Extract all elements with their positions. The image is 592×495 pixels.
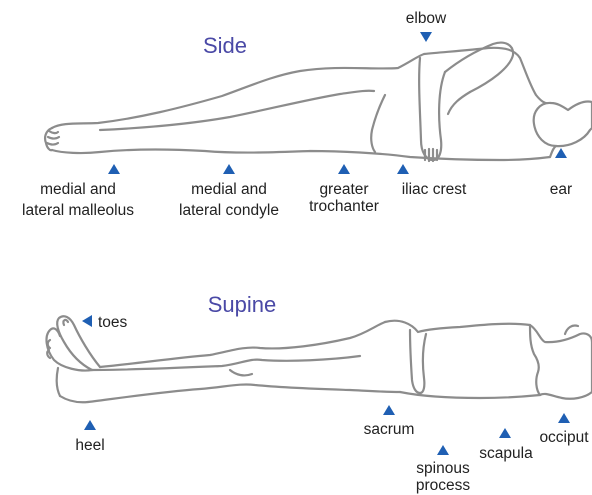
ear-marker bbox=[555, 148, 567, 158]
label-iliac-crest: iliac crest bbox=[402, 181, 467, 198]
side-panel: Side elbow bbox=[22, 10, 592, 219]
spinous-process-marker bbox=[437, 445, 449, 455]
trochanter-marker bbox=[338, 164, 350, 174]
toes-marker bbox=[82, 315, 92, 327]
supine-title: Supine bbox=[208, 292, 277, 317]
label-malleolus-line1: medial and bbox=[40, 181, 116, 198]
label-sacrum: sacrum bbox=[364, 421, 415, 438]
label-heel: heel bbox=[75, 437, 104, 454]
label-scapula: scapula bbox=[479, 445, 533, 462]
label-elbow: elbow bbox=[406, 10, 447, 27]
supine-body bbox=[47, 316, 592, 402]
label-ear: ear bbox=[550, 181, 572, 198]
malleolus-marker bbox=[108, 164, 120, 174]
side-title: Side bbox=[203, 33, 247, 58]
iliac-crest-marker bbox=[397, 164, 409, 174]
sacrum-marker bbox=[383, 405, 395, 415]
label-spinous-line2: process bbox=[416, 477, 471, 494]
scapula-marker bbox=[499, 428, 511, 438]
label-malleolus-line2: lateral malleolus bbox=[22, 202, 134, 219]
condyle-marker bbox=[223, 164, 235, 174]
label-condyle-line1: medial and bbox=[191, 181, 267, 198]
label-toes: toes bbox=[98, 314, 128, 331]
label-occiput: occiput bbox=[539, 429, 589, 446]
label-trochanter-line1: greater bbox=[319, 181, 368, 198]
occiput-marker bbox=[558, 413, 570, 423]
heel-marker bbox=[84, 420, 96, 430]
label-spinous-line1: spinous bbox=[416, 460, 470, 477]
supine-panel: Supine bbox=[47, 292, 592, 494]
label-trochanter-line2: trochanter bbox=[309, 198, 379, 215]
side-lying-body bbox=[45, 43, 592, 161]
label-condyle-line2: lateral condyle bbox=[179, 202, 279, 219]
elbow-marker bbox=[420, 32, 432, 42]
